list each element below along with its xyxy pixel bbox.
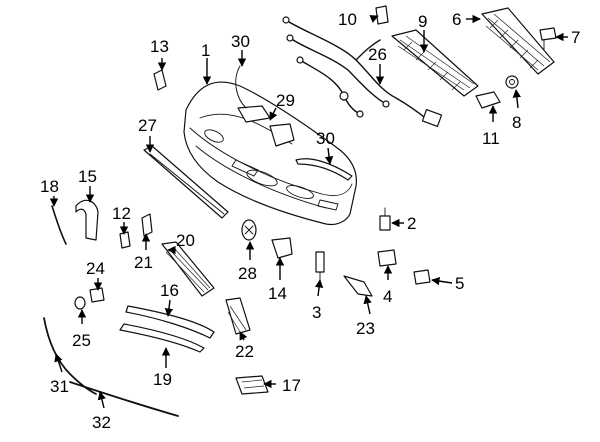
clip-12-part	[119, 231, 131, 249]
callout-2: 2	[407, 214, 416, 233]
clip-21-part	[141, 213, 153, 237]
callout-14: 14	[268, 284, 287, 303]
callout-12: 12	[112, 204, 131, 223]
callout-31: 31	[50, 377, 69, 396]
callout-30-lower: 30	[316, 129, 335, 148]
callout-10: 10	[338, 10, 357, 29]
grille-20-part	[161, 241, 215, 297]
callout-22: 22	[235, 342, 254, 361]
leader-lines	[49, 14, 568, 409]
sensor-23-part	[343, 275, 373, 297]
callout-5: 5	[455, 274, 464, 293]
energy-absorber-9-part	[391, 29, 479, 97]
bolt-7-part	[539, 27, 557, 41]
callout-17: 17	[282, 376, 301, 395]
callout-28: 28	[238, 264, 257, 283]
bolt-5-part	[413, 269, 431, 285]
clip-13-part	[153, 69, 167, 91]
callout-24: 24	[86, 259, 105, 278]
bolt-2-part	[379, 215, 391, 231]
wiring-harness-part	[282, 16, 443, 127]
fog-lamp-24-part	[89, 287, 105, 303]
callout-6: 6	[452, 10, 461, 29]
side-trim-18-part	[51, 205, 67, 245]
clip-4-part	[377, 249, 397, 267]
callout-19: 19	[153, 370, 172, 389]
callout-3: 3	[312, 303, 321, 322]
clip-14-part	[271, 237, 293, 259]
cap-25-part	[74, 296, 86, 310]
strip-31-part	[43, 317, 97, 395]
callout-4: 4	[383, 287, 392, 306]
callout-labels: 1 2 3 4 5 6 7 8 9 10 11 12 13 14 15 16 1…	[40, 10, 580, 432]
callout-23: 23	[356, 319, 375, 338]
stud-3-part	[315, 251, 325, 273]
callout-25: 25	[72, 331, 91, 350]
callout-32: 32	[92, 413, 111, 432]
bracket-11-part	[475, 91, 501, 109]
callout-8: 8	[512, 113, 521, 132]
lower-trim-16-part	[125, 305, 215, 339]
sensor-10-part	[375, 5, 389, 25]
callout-26: 26	[368, 45, 387, 64]
lower-molding-19-part	[119, 323, 205, 353]
callout-27: 27	[138, 116, 157, 135]
callout-1: 1	[201, 41, 210, 60]
bracket-29b-part	[269, 123, 295, 147]
energy-absorber-6-part	[481, 7, 555, 75]
callout-29: 29	[276, 91, 295, 110]
callout-18: 18	[40, 177, 59, 196]
callout-13: 13	[150, 37, 169, 56]
callout-11: 11	[482, 129, 500, 148]
callout-21: 21	[134, 253, 153, 272]
callout-16: 16	[160, 281, 179, 300]
reflector-17-part	[235, 375, 269, 395]
side-trim-15-part	[75, 199, 99, 241]
grille-22-part	[225, 297, 251, 335]
trim-30b-part	[295, 158, 353, 181]
callout-20: 20	[176, 231, 195, 250]
bushing-8-part	[505, 75, 519, 89]
trim-30a-part	[235, 65, 247, 109]
callout-9: 9	[418, 12, 427, 31]
callout-15: 15	[78, 167, 97, 186]
strip-32-part	[69, 381, 179, 417]
callout-30-upper: 30	[231, 32, 250, 51]
callout-7: 7	[571, 28, 580, 47]
